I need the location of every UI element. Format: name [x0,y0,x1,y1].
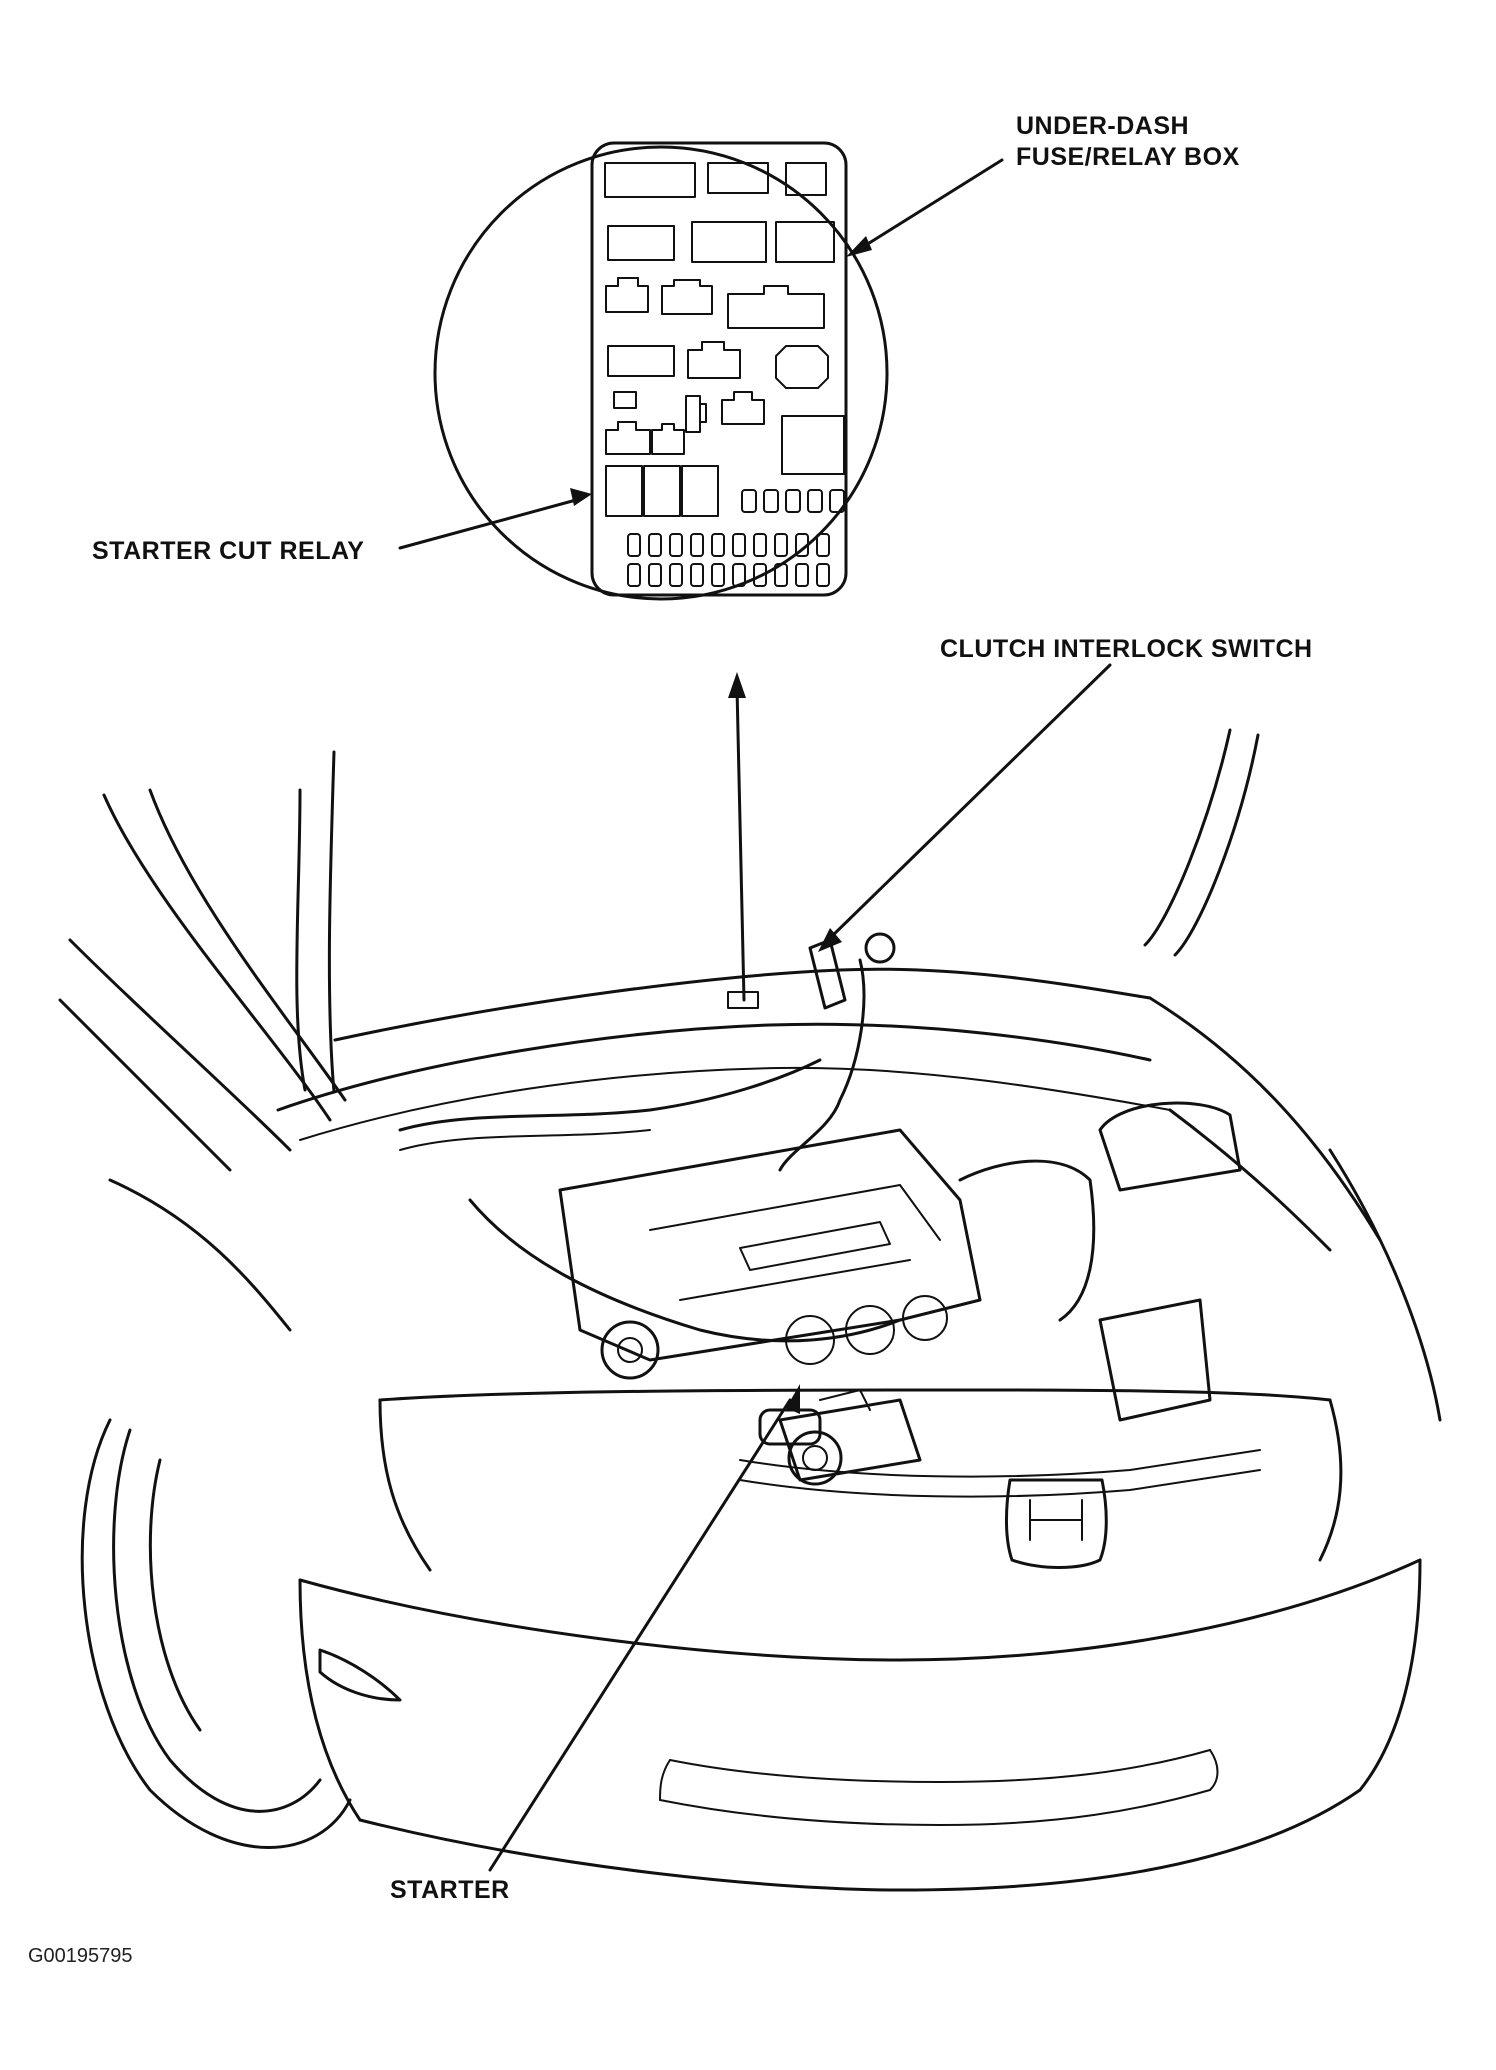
fuse-slot [753,533,767,557]
fuse-slot [816,533,830,557]
starter-cut-relay-shape [605,465,643,517]
fuse-slot [795,563,809,587]
fuse-slot [774,563,788,587]
fuse-slot [669,533,683,557]
fuse-box-outline [590,141,848,597]
under-dash-fuse-box-marker [727,991,759,1009]
callout-leaders [398,158,1112,1872]
fuse-slot [669,563,683,587]
fuse-slot [690,563,704,587]
fuse-box-inset [433,141,889,601]
car-outline [58,728,1442,1892]
fuse-slot [648,563,662,587]
label-starter-cut-relay: STARTER CUT RELAY [92,537,365,565]
engine-components [398,932,1242,1486]
fuse-slot [774,533,788,557]
label-under-dash-line1: UNDER-DASH [1016,112,1190,140]
label-under-dash-line2: FUSE/RELAY BOX [1016,143,1240,171]
fuse-slot [816,563,830,587]
fuse-slot [732,563,746,587]
fuse-slot [795,533,809,557]
label-clutch-interlock-switch: CLUTCH INTERLOCK SWITCH [940,635,1313,663]
fuse-slot [690,533,704,557]
figure-code: G00195795 [28,1945,133,1967]
fuse-slot [648,533,662,557]
fuse-slot [627,563,641,587]
fuse-slot [711,563,725,587]
fuse-slot [627,533,641,557]
fuse-slot [711,533,725,557]
inset-circle [433,145,889,601]
fuse-slot [732,533,746,557]
fuse-slot [753,563,767,587]
label-starter: STARTER [390,1876,510,1904]
